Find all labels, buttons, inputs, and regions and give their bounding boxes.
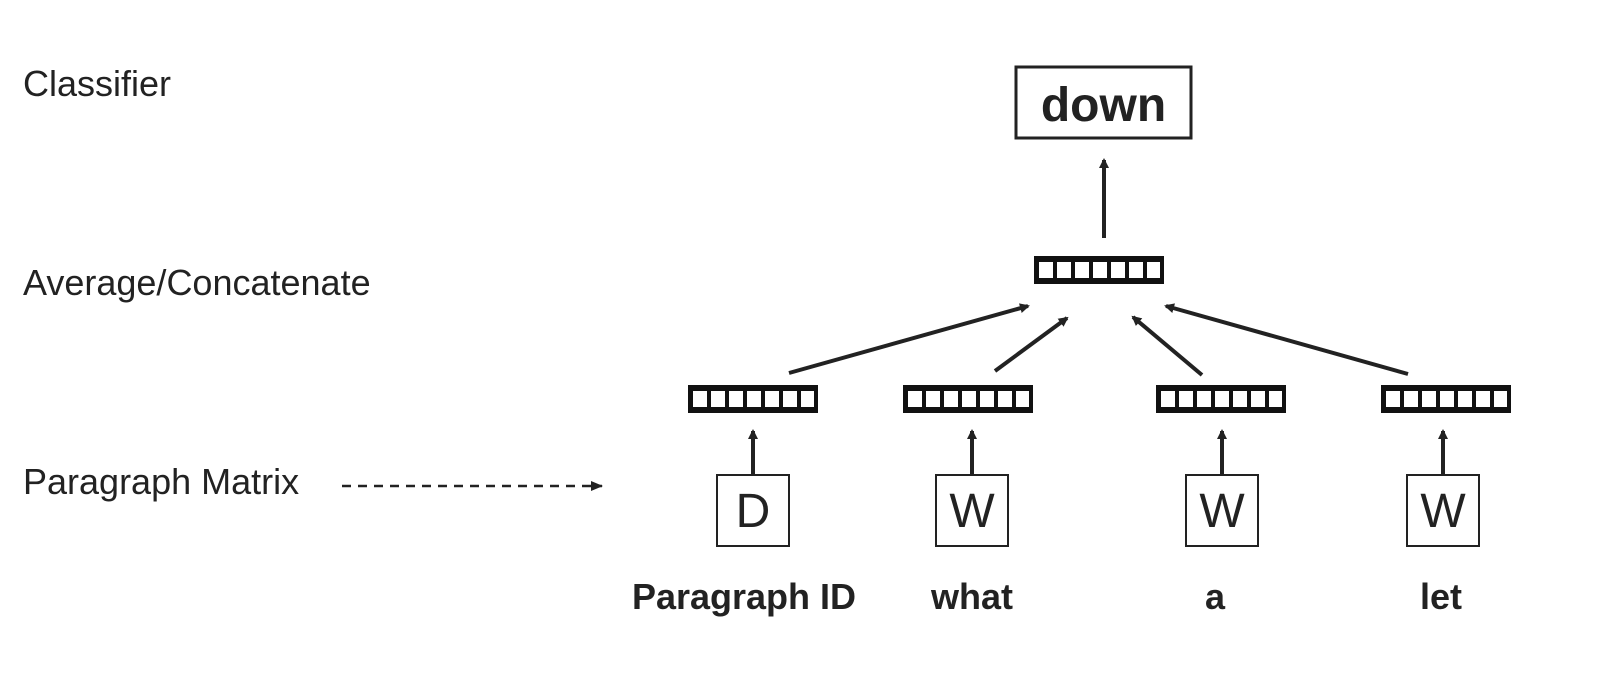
output-word-label: down (1041, 79, 1166, 132)
paragraph-embedding-vector (688, 385, 818, 413)
what-embedding-vector (903, 385, 1033, 413)
a-vector-to-combined-arrow (1131, 315, 1204, 377)
let-word-matrix-symbol: W (1420, 485, 1466, 538)
let-word-matrix-box (1406, 474, 1480, 547)
a-word-label: a (1205, 576, 1226, 617)
combine-layer-label: Average/Concatenate (23, 262, 371, 303)
paragraph-matrix-box (716, 474, 790, 547)
what-word-matrix-symbol: W (949, 485, 995, 538)
input-column-a: W a (1156, 385, 1286, 617)
paragraph-matrix-symbol: D (736, 485, 771, 538)
let-vector-to-combined-arrow (1164, 303, 1409, 376)
paragraph-vector-to-combined-arrow (788, 303, 1030, 375)
what-word-label: what (930, 576, 1013, 617)
let-word-label: let (1420, 576, 1462, 617)
classifier-layer-label: Classifier (23, 63, 171, 104)
input-column-what: W what (903, 385, 1033, 617)
combined-vector (1034, 256, 1164, 284)
a-word-matrix-symbol: W (1199, 485, 1245, 538)
what-word-matrix-box (935, 474, 1009, 547)
input-column-paragraph-id: D Paragraph ID (632, 385, 856, 617)
paragraph-id-label: Paragraph ID (632, 576, 856, 617)
what-vector-to-combined-arrow (993, 316, 1069, 373)
input-column-let: W let (1381, 385, 1511, 617)
let-embedding-vector (1381, 385, 1511, 413)
output-box (1014, 65, 1193, 140)
a-word-matrix-box (1185, 474, 1259, 547)
paragraph-matrix-layer-label: Paragraph Matrix (23, 461, 299, 502)
a-embedding-vector (1156, 385, 1286, 413)
